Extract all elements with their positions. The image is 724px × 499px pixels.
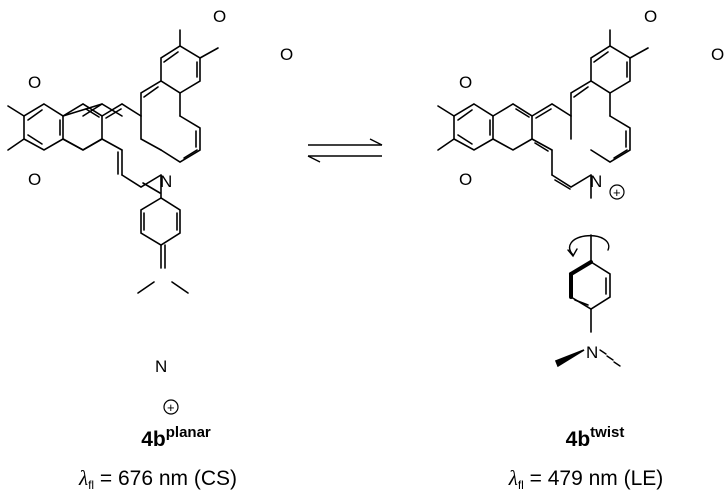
compound-label-planar: 4bplanar [141, 424, 211, 451]
equilibrium-arrows [307, 138, 383, 163]
lambda-fl-planar: λfl = 676 nm (CS) [78, 466, 238, 492]
atom-o: O [644, 7, 657, 26]
atom-n: N [160, 172, 172, 191]
lambda-fl-twist: λfl = 479 nm (LE) [508, 466, 664, 492]
atom-o: O [459, 73, 472, 92]
plus-charge: + [167, 400, 175, 415]
atom-o: O [711, 45, 724, 64]
charges: + + [163, 184, 625, 415]
atom-o: O [213, 7, 226, 26]
atom-n: N [590, 172, 602, 191]
compound-label-twist: 4btwist [565, 424, 625, 451]
atom-o: O [28, 170, 41, 189]
atom-n: N [155, 357, 167, 376]
atom-o: O [28, 73, 41, 92]
structure-4b-planar [7, 29, 219, 294]
atom-labels: O O O O N N O O O O N N [28, 7, 724, 376]
plus-charge: + [613, 185, 621, 200]
structure-4b-twist [437, 29, 649, 368]
atom-o: O [459, 170, 472, 189]
atom-o: O [280, 45, 293, 64]
atom-n: N [586, 343, 598, 362]
